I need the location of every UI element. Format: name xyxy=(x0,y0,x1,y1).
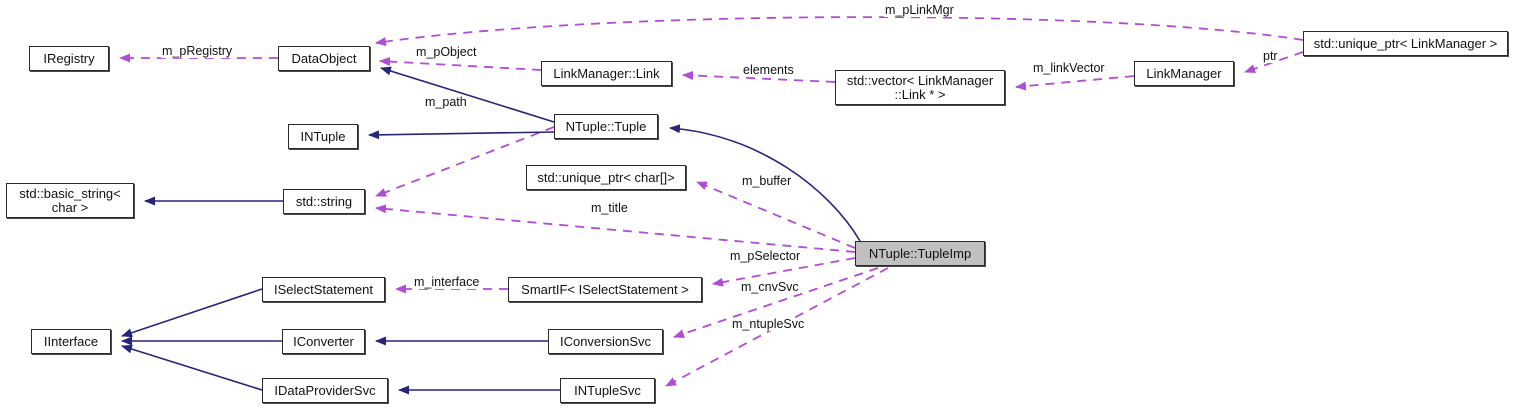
node-iinterface[interactable]: IInterface xyxy=(31,329,111,354)
edge-m_linkVector xyxy=(1015,75,1135,91)
edge-label-m_title: m_title xyxy=(590,201,629,215)
edge-label-m_pLinkMgr: m_pLinkMgr xyxy=(884,3,955,17)
edge-ptr xyxy=(1244,51,1304,73)
edge-label-m_ntupleSvc: m_ntupleSvc xyxy=(731,317,806,331)
node-std-string[interactable]: std::string xyxy=(283,189,365,214)
edge-m_cnvSvc xyxy=(673,267,879,339)
edge-tupleimp-tuple xyxy=(669,124,861,242)
edge-label-ptr: ptr xyxy=(1262,49,1279,63)
node-std-unique-ptr-linkmanager[interactable]: std::unique_ptr< LinkManager > xyxy=(1303,31,1508,56)
inheritance-edges xyxy=(121,66,861,395)
edge-m_pSelector xyxy=(712,257,856,287)
edge-tuple-intuple xyxy=(368,130,555,140)
edge-m_ntupleSvc xyxy=(665,267,889,387)
edge-m_pObject xyxy=(379,57,542,71)
edge-iselect-iinterface xyxy=(121,288,263,338)
edge-label-elements: elements xyxy=(742,63,795,77)
node-std-vector-linkmanager-link[interactable]: std::vector< LinkManager ::Link * > xyxy=(835,70,1005,105)
node-linkmanager[interactable]: LinkManager xyxy=(1134,61,1234,86)
edge-label-m_buffer: m_buffer xyxy=(741,174,793,188)
node-intuplesvc[interactable]: INTupleSvc xyxy=(560,378,655,403)
node-idataprovidersvc[interactable]: IDataProviderSvc xyxy=(262,378,388,403)
node-std-unique-ptr-char-array[interactable]: std::unique_ptr< char[]> xyxy=(526,165,686,190)
node-dataobject[interactable]: DataObject xyxy=(278,46,370,71)
node-ntuple-tuple[interactable]: NTuple::Tuple xyxy=(554,114,658,139)
edge-label-m_interface: m_interface xyxy=(413,275,481,289)
edge-tuple-dataobject xyxy=(380,66,555,123)
edge-label-m_pRegistry: m_pRegistry xyxy=(161,44,234,58)
edge-idps-iinterface xyxy=(121,344,263,391)
node-linkmanager-link[interactable]: LinkManager::Link xyxy=(541,61,672,86)
node-std-basic-string-char[interactable]: std::basic_string< char > xyxy=(6,183,134,218)
node-smartif-iselectstatement[interactable]: SmartIF< ISelectStatement > xyxy=(508,277,702,302)
edge-m_buffer xyxy=(696,181,856,249)
edge-m_title xyxy=(375,204,856,253)
edge-m_pLinkMgr xyxy=(375,16,1304,46)
edge-label-m_path: m_path xyxy=(424,95,468,109)
node-iregistry[interactable]: IRegistry xyxy=(29,46,109,71)
node-iconversionsvc[interactable]: IConversionSvc xyxy=(548,329,663,354)
usage-edges xyxy=(119,16,1304,387)
edge-label-m_pSelector: m_pSelector xyxy=(729,249,802,263)
node-iselectstatement[interactable]: ISelectStatement xyxy=(262,277,385,302)
edge-label-m_linkVector: m_linkVector xyxy=(1032,61,1106,75)
edge-label-m_pObject: m_pObject xyxy=(415,45,478,59)
node-intuple[interactable]: INTuple xyxy=(288,124,358,149)
node-iconverter[interactable]: IConverter xyxy=(282,329,365,354)
node-ntuple-tupleimp[interactable]: NTuple::TupleImp xyxy=(855,241,985,266)
edge-label-m_cnvSvc: m_cnvSvc xyxy=(740,280,800,294)
